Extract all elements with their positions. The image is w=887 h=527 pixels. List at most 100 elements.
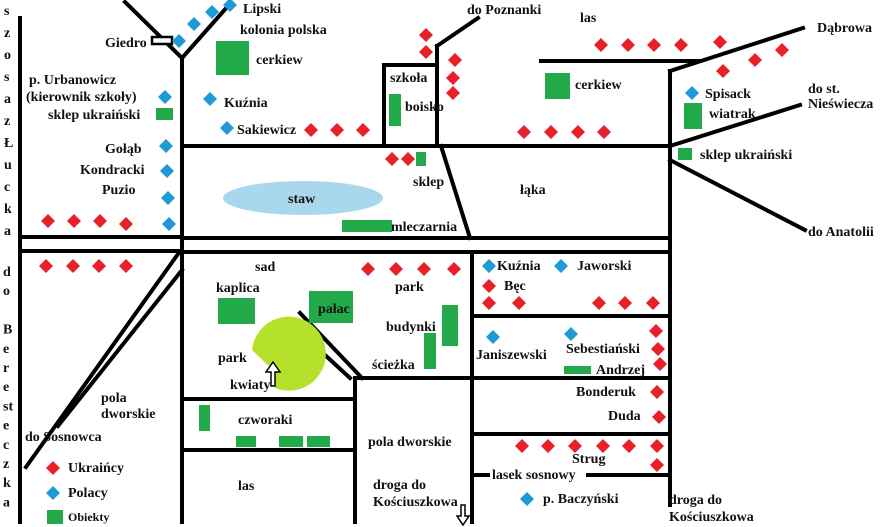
label-park: park	[395, 280, 424, 295]
polish-household-marker	[520, 492, 534, 506]
ukrainian-household-marker	[653, 357, 667, 371]
label-bec: Bęc	[504, 279, 526, 294]
legend-poles: Polacy	[68, 486, 108, 501]
label-wiatrak: wiatrak	[709, 107, 756, 122]
label-staw: staw	[288, 192, 316, 207]
ukrainian-household-marker	[46, 461, 60, 475]
object-marker	[389, 94, 401, 126]
object-marker	[307, 436, 330, 447]
label-bonderuk: Bonderuk	[576, 385, 636, 400]
object-marker	[309, 291, 353, 323]
label-budynki: budynki	[386, 320, 436, 335]
label-kolonia: kolonia polska	[240, 23, 327, 38]
label-mleczarnia: mleczarnia	[391, 220, 457, 235]
ukrainian-household-marker	[775, 43, 789, 57]
label-boisko: boisko	[405, 100, 444, 115]
label-puzio: Puzio	[102, 183, 135, 198]
object-marker	[156, 108, 173, 120]
ukrainian-household-marker	[67, 214, 81, 228]
label-kuznia-2: Kuźnia	[497, 259, 541, 274]
ukrainian-household-marker	[446, 86, 460, 100]
ukrainian-household-marker	[39, 259, 53, 273]
label-kondracki: Kondracki	[80, 163, 145, 178]
ukrainian-household-marker	[66, 259, 80, 273]
object-marker	[216, 41, 249, 75]
label-las-2: las	[238, 479, 255, 494]
label-jaworski: Jaworski	[577, 259, 632, 274]
ukrainian-household-marker	[417, 262, 431, 276]
label-strug: Strug	[572, 452, 605, 467]
label-sad: sad	[255, 260, 275, 275]
ukrainian-household-marker	[482, 279, 496, 293]
polish-household-marker	[554, 259, 568, 273]
label-duda: Duda	[608, 409, 641, 424]
label-droga-do-right: droga do	[669, 493, 722, 508]
pond	[223, 181, 383, 215]
label-do-anatolii: do Anatolii	[808, 225, 874, 240]
ukrainian-household-marker	[304, 123, 318, 137]
ukrainian-household-marker	[419, 28, 433, 42]
ukrainian-household-marker	[119, 259, 133, 273]
label-spisack: Spisack	[705, 87, 751, 102]
object-marker	[424, 333, 436, 369]
ukrainian-household-marker	[93, 214, 107, 228]
legend-objects: Obiekty	[68, 510, 109, 524]
ukrainian-household-marker	[647, 38, 661, 52]
polish-household-marker	[160, 164, 174, 178]
label-las: las	[580, 11, 597, 26]
ukrainian-household-marker	[649, 324, 663, 338]
label-lasek-sosnowy: lasek sosnowy	[492, 468, 576, 483]
label-giedro: Giedro	[105, 36, 147, 51]
ukrainian-household-marker	[448, 53, 462, 67]
polish-household-marker	[46, 486, 60, 500]
ukrainian-household-marker	[515, 439, 529, 453]
ukrainian-household-marker	[592, 296, 606, 310]
label-kwiaty: kwiaty	[230, 378, 270, 393]
flower-bed	[252, 316, 326, 391]
ukrainian-household-marker	[330, 123, 344, 137]
object-marker	[342, 220, 392, 232]
label-nieswiecza: Nieświecza	[808, 97, 873, 112]
polish-household-marker	[564, 327, 578, 341]
label-sakiewicz: Sakiewicz	[237, 123, 296, 138]
object-marker	[279, 436, 303, 447]
label-dabrowa: Dąbrowa	[817, 21, 872, 36]
polish-household-marker	[172, 34, 186, 48]
ukrainian-household-marker	[621, 38, 635, 52]
label-czworaki: czworaki	[238, 413, 293, 428]
ukrainian-household-marker	[119, 217, 133, 231]
ukrainian-household-marker	[41, 214, 55, 228]
label-cerkiew-2: cerkiew	[575, 78, 623, 93]
polish-household-marker	[187, 17, 201, 31]
ukrainian-household-marker	[596, 439, 610, 453]
ukrainian-household-marker	[356, 123, 370, 137]
ukrainian-household-marker	[568, 439, 582, 453]
ukrainian-household-marker	[650, 439, 664, 453]
ukrainian-household-marker	[597, 125, 611, 139]
ukrainian-household-marker	[651, 342, 665, 356]
label-sebestianski: Sebestiański	[566, 342, 640, 357]
giedro-marker-icon	[150, 35, 174, 46]
label-cerkiew: cerkiew	[256, 53, 304, 68]
polish-household-marker	[161, 191, 175, 205]
polish-household-marker	[159, 139, 173, 153]
ukrainian-household-marker	[652, 410, 666, 424]
ukrainian-household-marker	[419, 45, 433, 59]
label-do-poznanki: do Poznanki	[467, 3, 541, 18]
label-lipski: Lipski	[243, 2, 281, 17]
object-marker	[236, 436, 256, 447]
label-janiszewski: Janiszewski	[476, 348, 547, 363]
polish-household-marker	[486, 330, 500, 344]
object-marker	[545, 73, 570, 99]
object-marker	[218, 298, 255, 324]
label-dworskie: dworskie	[101, 407, 155, 422]
roads	[18, 0, 808, 524]
ukrainian-household-marker	[646, 296, 660, 310]
polish-household-marker	[685, 86, 699, 100]
ukrainian-household-marker	[401, 152, 415, 166]
ukrainian-household-marker	[544, 125, 558, 139]
ukrainian-household-marker	[748, 53, 762, 67]
up-arrow-icon	[264, 360, 282, 387]
object-marker	[564, 366, 591, 374]
